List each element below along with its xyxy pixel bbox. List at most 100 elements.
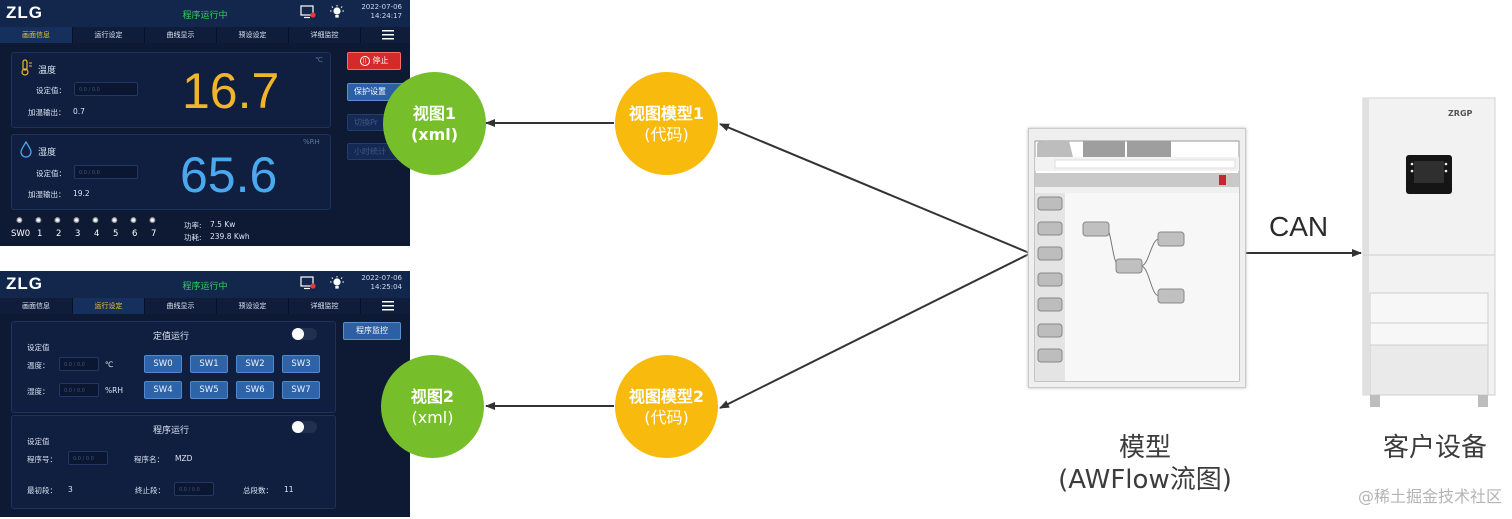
heating-output-value: 0.7	[73, 107, 85, 116]
menu-button[interactable]	[361, 298, 410, 314]
tab-curve-display[interactable]: 曲线显示	[145, 27, 217, 43]
sun-icon: ✺	[111, 216, 118, 225]
run-status: 程序运行中	[182, 11, 228, 21]
menu-button[interactable]	[361, 27, 410, 43]
view2-title: 视图2	[410, 386, 455, 406]
tab-preset-settings[interactable]: 预设设定	[217, 27, 289, 43]
tab-run-settings[interactable]: 运行设定	[73, 298, 145, 314]
view1-title: 视图1	[412, 103, 457, 123]
heating-output-label: 加温输出：	[28, 108, 66, 117]
tab-preset-settings[interactable]: 预设设定	[217, 298, 289, 314]
alarm-monitor-icon[interactable]	[300, 5, 316, 19]
viewmodel1-node: 视图模型1 (代码)	[615, 72, 718, 175]
view2-subtitle: (xml)	[411, 407, 454, 427]
run-status: 程序运行中	[182, 282, 228, 292]
model-caption-title: 模型	[1118, 433, 1171, 463]
device-brand-logo: ZRGP	[1448, 109, 1473, 118]
zlg-logo: ZLG	[6, 3, 43, 22]
switch-label: 7	[151, 229, 157, 239]
fixed-hum-input[interactable]: 0.0 / 0.0	[59, 383, 99, 397]
end-segment-label: 终止段：	[135, 486, 165, 495]
total-segments-label: 总段数：	[243, 486, 273, 495]
switch-label: 1	[37, 229, 43, 239]
viewmodel1-title: 视图模型1	[628, 103, 705, 123]
device-caption: 客户设备	[1382, 433, 1487, 463]
sw4-button[interactable]: SW4	[144, 381, 182, 399]
fixed-setpoint-label: 设定值	[27, 343, 50, 352]
power-value: 7.5 Kw	[210, 220, 236, 229]
program-monitor-button[interactable]: 程序监控	[343, 322, 401, 340]
model-vm2-arrow	[719, 247, 1037, 409]
lightbulb-icon[interactable]	[329, 5, 345, 19]
program-name-label: 程序名：	[134, 455, 164, 464]
sw6-button[interactable]: SW6	[236, 381, 274, 399]
temp-setpoint-label: 设定值：	[36, 86, 66, 95]
model-caption-subtitle: (AWFlow流图)	[1058, 465, 1232, 495]
thermometer-icon	[21, 59, 32, 76]
humidity-value: 65.6	[180, 147, 278, 203]
view1-node: 视图1 (xml)	[383, 72, 486, 175]
viewmodel1-subtitle: (代码)	[644, 124, 689, 144]
fixed-hum-unit: %RH	[105, 386, 123, 395]
top-bar: ZLG 程序运行中 2022-07-06 14:24:17	[0, 0, 410, 27]
fixed-temp-unit: ℃	[105, 360, 114, 369]
hum-setpoint-label: 设定值：	[36, 169, 66, 178]
humidity-unit: %RH	[303, 138, 320, 146]
hamburger-icon	[382, 30, 394, 40]
tab-run-settings[interactable]: 运行设定	[73, 27, 145, 43]
model-caption: 模型 (AWFlow流图)	[1040, 432, 1250, 496]
switch-label: 2	[56, 229, 62, 239]
tab-detail-monitor[interactable]: 详细监控	[289, 27, 361, 43]
flow-graph-icon	[1034, 140, 1240, 382]
sun-icon: ✺	[73, 216, 80, 225]
sun-icon: ✺	[54, 216, 61, 225]
time-text: 14:24:17	[370, 12, 402, 20]
tab-detail-monitor[interactable]: 详细监控	[289, 298, 361, 314]
customer-device-image: ZRGP	[1362, 97, 1496, 409]
sw0-button[interactable]: SW0	[144, 355, 182, 373]
humidity-card: 湿度 设定值： 0.0 / 0.0 加湿输出： 19.2 65.6 %RH	[11, 134, 331, 210]
program-run-card: 程序运行 设定值 程序号： 0.0 / 0.0 程序名： MZD 最初段： 3 …	[11, 415, 336, 509]
program-run-toggle[interactable]	[291, 421, 317, 433]
water-drop-icon	[20, 141, 32, 158]
sw7-button[interactable]: SW7	[282, 381, 320, 399]
program-no-input[interactable]: 0.0 / 0.0	[68, 451, 108, 465]
end-segment-input[interactable]: 0.0 / 0.0	[174, 482, 214, 496]
switch-label: 6	[132, 229, 138, 239]
energy-label: 功耗:	[184, 233, 202, 242]
temperature-card: 温度 设定值： 0.0 / 0.0 加温输出： 0.7 16.7 ℃	[11, 52, 331, 128]
model-vm1-arrow	[719, 123, 1037, 260]
stop-button-label: 停止	[372, 56, 389, 65]
first-segment-value: 3	[68, 485, 73, 494]
fixed-temp-input[interactable]: 0.0 / 0.0	[59, 357, 99, 371]
sun-icon: ✺	[130, 216, 137, 225]
first-segment-label: 最初段：	[27, 486, 57, 495]
datetime: 2022-07-06 14:24:17	[361, 3, 402, 21]
viewmodel2-node: 视图模型2 (代码)	[615, 355, 718, 458]
awflow-window-image	[1028, 128, 1246, 388]
sw1-button[interactable]: SW1	[190, 355, 228, 373]
viewmodel2-subtitle: (代码)	[644, 407, 689, 427]
tab-screen-info[interactable]: 画面信息	[0, 298, 73, 314]
tab-screen-info[interactable]: 画面信息	[0, 27, 73, 43]
sw3-button[interactable]: SW3	[282, 355, 320, 373]
lightbulb-icon[interactable]	[329, 276, 345, 290]
sw5-button[interactable]: SW5	[190, 381, 228, 399]
view1-subtitle: (xml)	[410, 124, 459, 144]
fixed-run-toggle[interactable]	[291, 328, 317, 340]
sw2-button[interactable]: SW2	[236, 355, 274, 373]
date-text: 2022-07-06	[361, 3, 402, 11]
can-label: CAN	[1269, 211, 1329, 242]
temperature-value: 16.7	[182, 63, 280, 119]
stop-button[interactable]: ||停止	[347, 52, 401, 70]
sun-icon: ✺	[92, 216, 99, 225]
datetime: 2022-07-06 14:25:04	[361, 274, 402, 292]
alarm-monitor-icon[interactable]	[300, 276, 316, 290]
hmi-screen-1: ZLG 程序运行中 2022-07-06 14:24:17 画面信息 运行设定 …	[0, 0, 410, 246]
temp-setpoint-input[interactable]: 0.0 / 0.0	[74, 82, 138, 96]
fixed-hum-label: 湿度：	[27, 387, 50, 396]
hmi-screen-2: ZLG 程序运行中 2022-07-06 14:25:04 画面信息 运行设定 …	[0, 271, 410, 517]
tab-curve-display[interactable]: 曲线显示	[145, 298, 217, 314]
hum-setpoint-input[interactable]: 0.0 / 0.0	[74, 165, 138, 179]
